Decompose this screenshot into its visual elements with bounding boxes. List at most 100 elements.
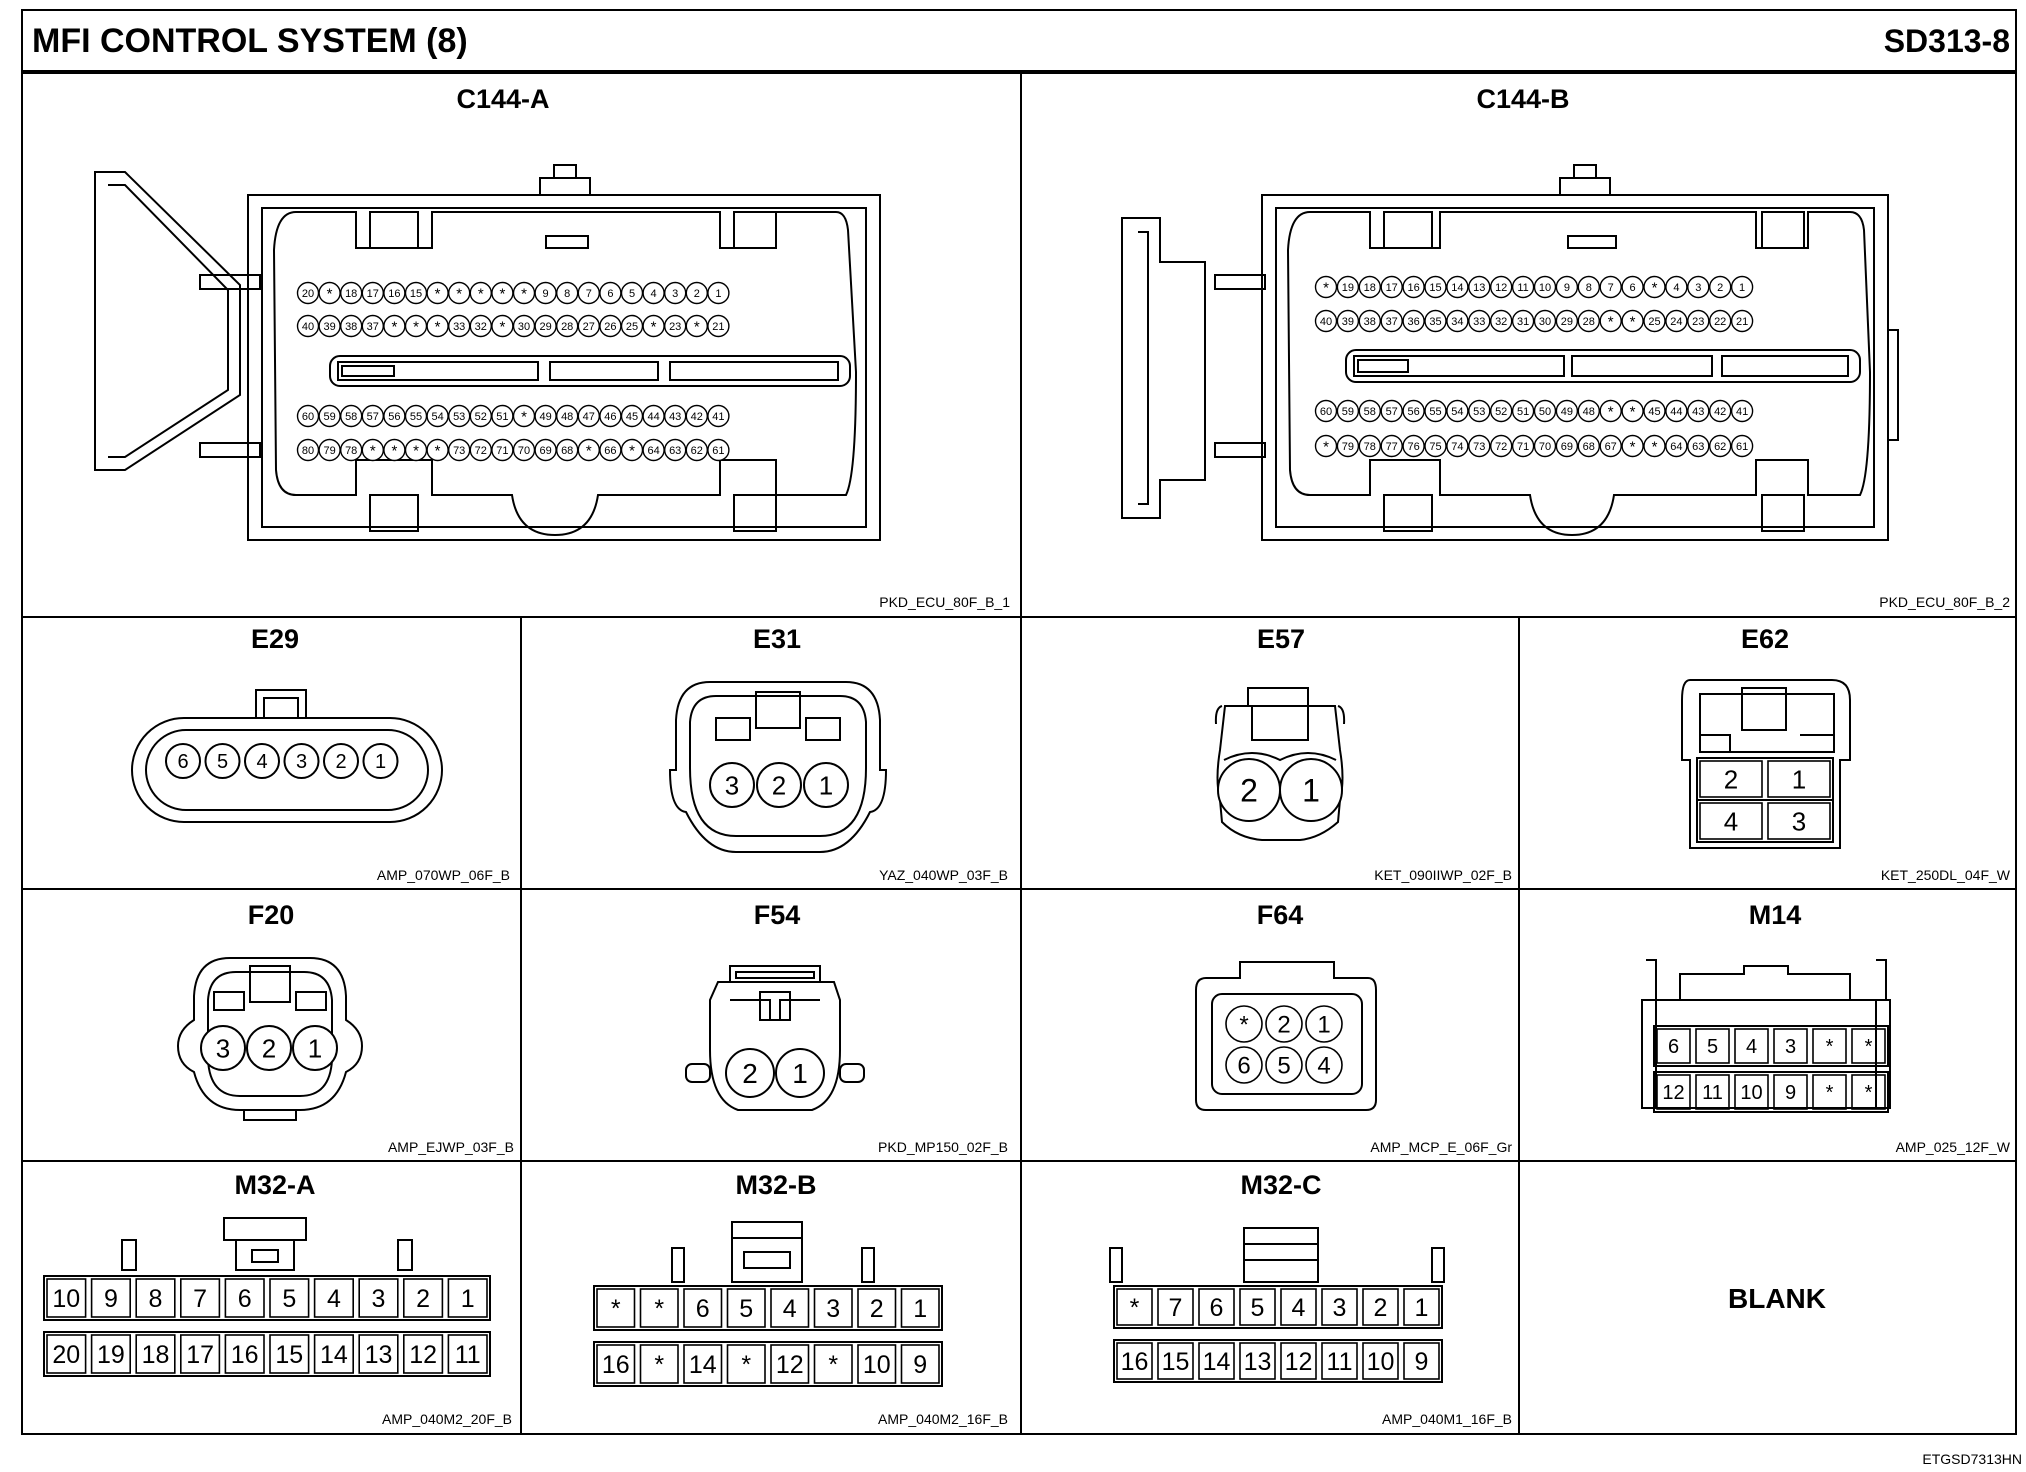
pin-number: 13 <box>1244 1348 1272 1376</box>
pin-cavity <box>1699 802 1763 840</box>
pin-number: 4 <box>1746 1036 1757 1058</box>
pin-cavity <box>1446 309 1469 333</box>
pin-cavity <box>1198 1342 1235 1380</box>
connector-title: E31 <box>753 624 801 654</box>
pin-number: 20 <box>52 1341 80 1369</box>
pin-number: 61 <box>712 445 724 457</box>
pin-number: 67 <box>1605 441 1617 453</box>
pin-cavity <box>1336 434 1360 458</box>
pin-blank-marker: * <box>651 318 657 335</box>
pin-number: 79 <box>323 445 335 457</box>
pin-cavity <box>1424 309 1447 333</box>
pin-number: 12 <box>409 1341 437 1369</box>
connector-title: E29 <box>251 624 299 654</box>
pin-number: 71 <box>496 445 508 457</box>
pin-number: 37 <box>367 321 379 333</box>
pin-number: 5 <box>1707 1036 1718 1058</box>
page-title: MFI CONTROL SYSTEM (8) <box>32 22 468 60</box>
pin-cavity <box>1362 1342 1399 1380</box>
part-number: PKD_ECU_80F_B_1 <box>879 594 1010 610</box>
pin-number: 1 <box>1792 764 1806 794</box>
pin-number: 44 <box>1670 406 1682 418</box>
pin-cavity <box>1380 275 1403 299</box>
pin-blank-marker: * <box>654 1295 664 1323</box>
pin-number: 2 <box>870 1295 884 1323</box>
pin-number: 17 <box>186 1341 214 1369</box>
pin-number: 2 <box>772 770 786 800</box>
pin-cavity <box>1239 1288 1276 1326</box>
pin-number: 38 <box>1364 316 1376 328</box>
pin-cavity <box>1116 1288 1153 1326</box>
pin-number: 1 <box>913 1295 927 1323</box>
pin-number: 22 <box>1714 316 1726 328</box>
pin-cavity <box>1643 434 1666 458</box>
pin-blank-marker: * <box>654 1351 664 1379</box>
pin-number: 69 <box>539 445 551 457</box>
pin-row-frame <box>593 1341 943 1387</box>
pin-number: 6 <box>1668 1036 1679 1058</box>
pin-cavity <box>1708 309 1732 333</box>
pin-cavity <box>1773 1028 1808 1064</box>
pin-number: 15 <box>275 1341 303 1369</box>
pin-cavity <box>1665 275 1688 299</box>
pin-number: 56 <box>388 411 400 423</box>
pin-number: 34 <box>1451 316 1463 328</box>
connector-housing <box>121 1217 413 1271</box>
pin-cavity <box>756 762 802 808</box>
pin-number: 4 <box>1292 1294 1306 1322</box>
connector-title: M32-B <box>735 1170 816 1200</box>
pin-cavity <box>135 1278 176 1318</box>
pin-cavity <box>1599 399 1622 423</box>
document-code: ETGSD7313HN <box>1922 1451 2022 1467</box>
pin-number: 45 <box>1648 406 1660 418</box>
pin-cavity <box>1468 399 1491 423</box>
pin-cavity <box>269 1334 310 1374</box>
pin-number: 56 <box>1407 406 1419 418</box>
pin-number: 2 <box>1717 282 1723 294</box>
pin-number: 80 <box>302 445 314 457</box>
pin-number: 77 <box>1386 441 1398 453</box>
pin-cavity <box>639 1288 679 1328</box>
pin-cavity <box>1314 399 1338 423</box>
pin-number: 13 <box>1473 282 1485 294</box>
pin-cavity <box>1851 1028 1886 1064</box>
pin-cavity <box>900 1344 940 1384</box>
pin-cavity <box>292 1025 338 1071</box>
pin-blank-marker: * <box>828 1351 838 1379</box>
pin-cavity <box>1225 1046 1263 1084</box>
pin-cavity <box>1695 1028 1730 1064</box>
pin-number: 3 <box>1792 806 1806 836</box>
pin-number: 28 <box>1583 316 1595 328</box>
pin-cavity <box>323 743 359 779</box>
pin-cavity <box>1225 1005 1263 1043</box>
pin-number: 3 <box>1695 282 1701 294</box>
part-number: YAZ_040WP_03F_B <box>879 867 1008 883</box>
pin-blank-marker: * <box>391 442 397 459</box>
pin-blank-marker: * <box>1865 1036 1873 1058</box>
pin-number: 6 <box>1237 1053 1250 1080</box>
pin-number: 57 <box>367 411 379 423</box>
pin-row-frame <box>43 1331 491 1377</box>
pin-number: 3 <box>725 770 739 800</box>
pin-cavity <box>1239 1342 1276 1380</box>
pin-cavity <box>1424 399 1447 423</box>
pin-number: 2 <box>742 1058 758 1089</box>
pin-cavity <box>90 1278 131 1318</box>
pin-number: 5 <box>1277 1053 1290 1080</box>
pin-number: 59 <box>1342 406 1354 418</box>
pin-number: 2 <box>1277 1012 1290 1039</box>
pin-number: 17 <box>367 288 379 300</box>
pin-number: 21 <box>712 321 724 333</box>
pin-number: 29 <box>539 321 551 333</box>
pin-blank-marker: * <box>611 1295 621 1323</box>
pin-number: 78 <box>1364 441 1376 453</box>
pin-number: 36 <box>1407 316 1419 328</box>
pin-cavity <box>1687 309 1710 333</box>
